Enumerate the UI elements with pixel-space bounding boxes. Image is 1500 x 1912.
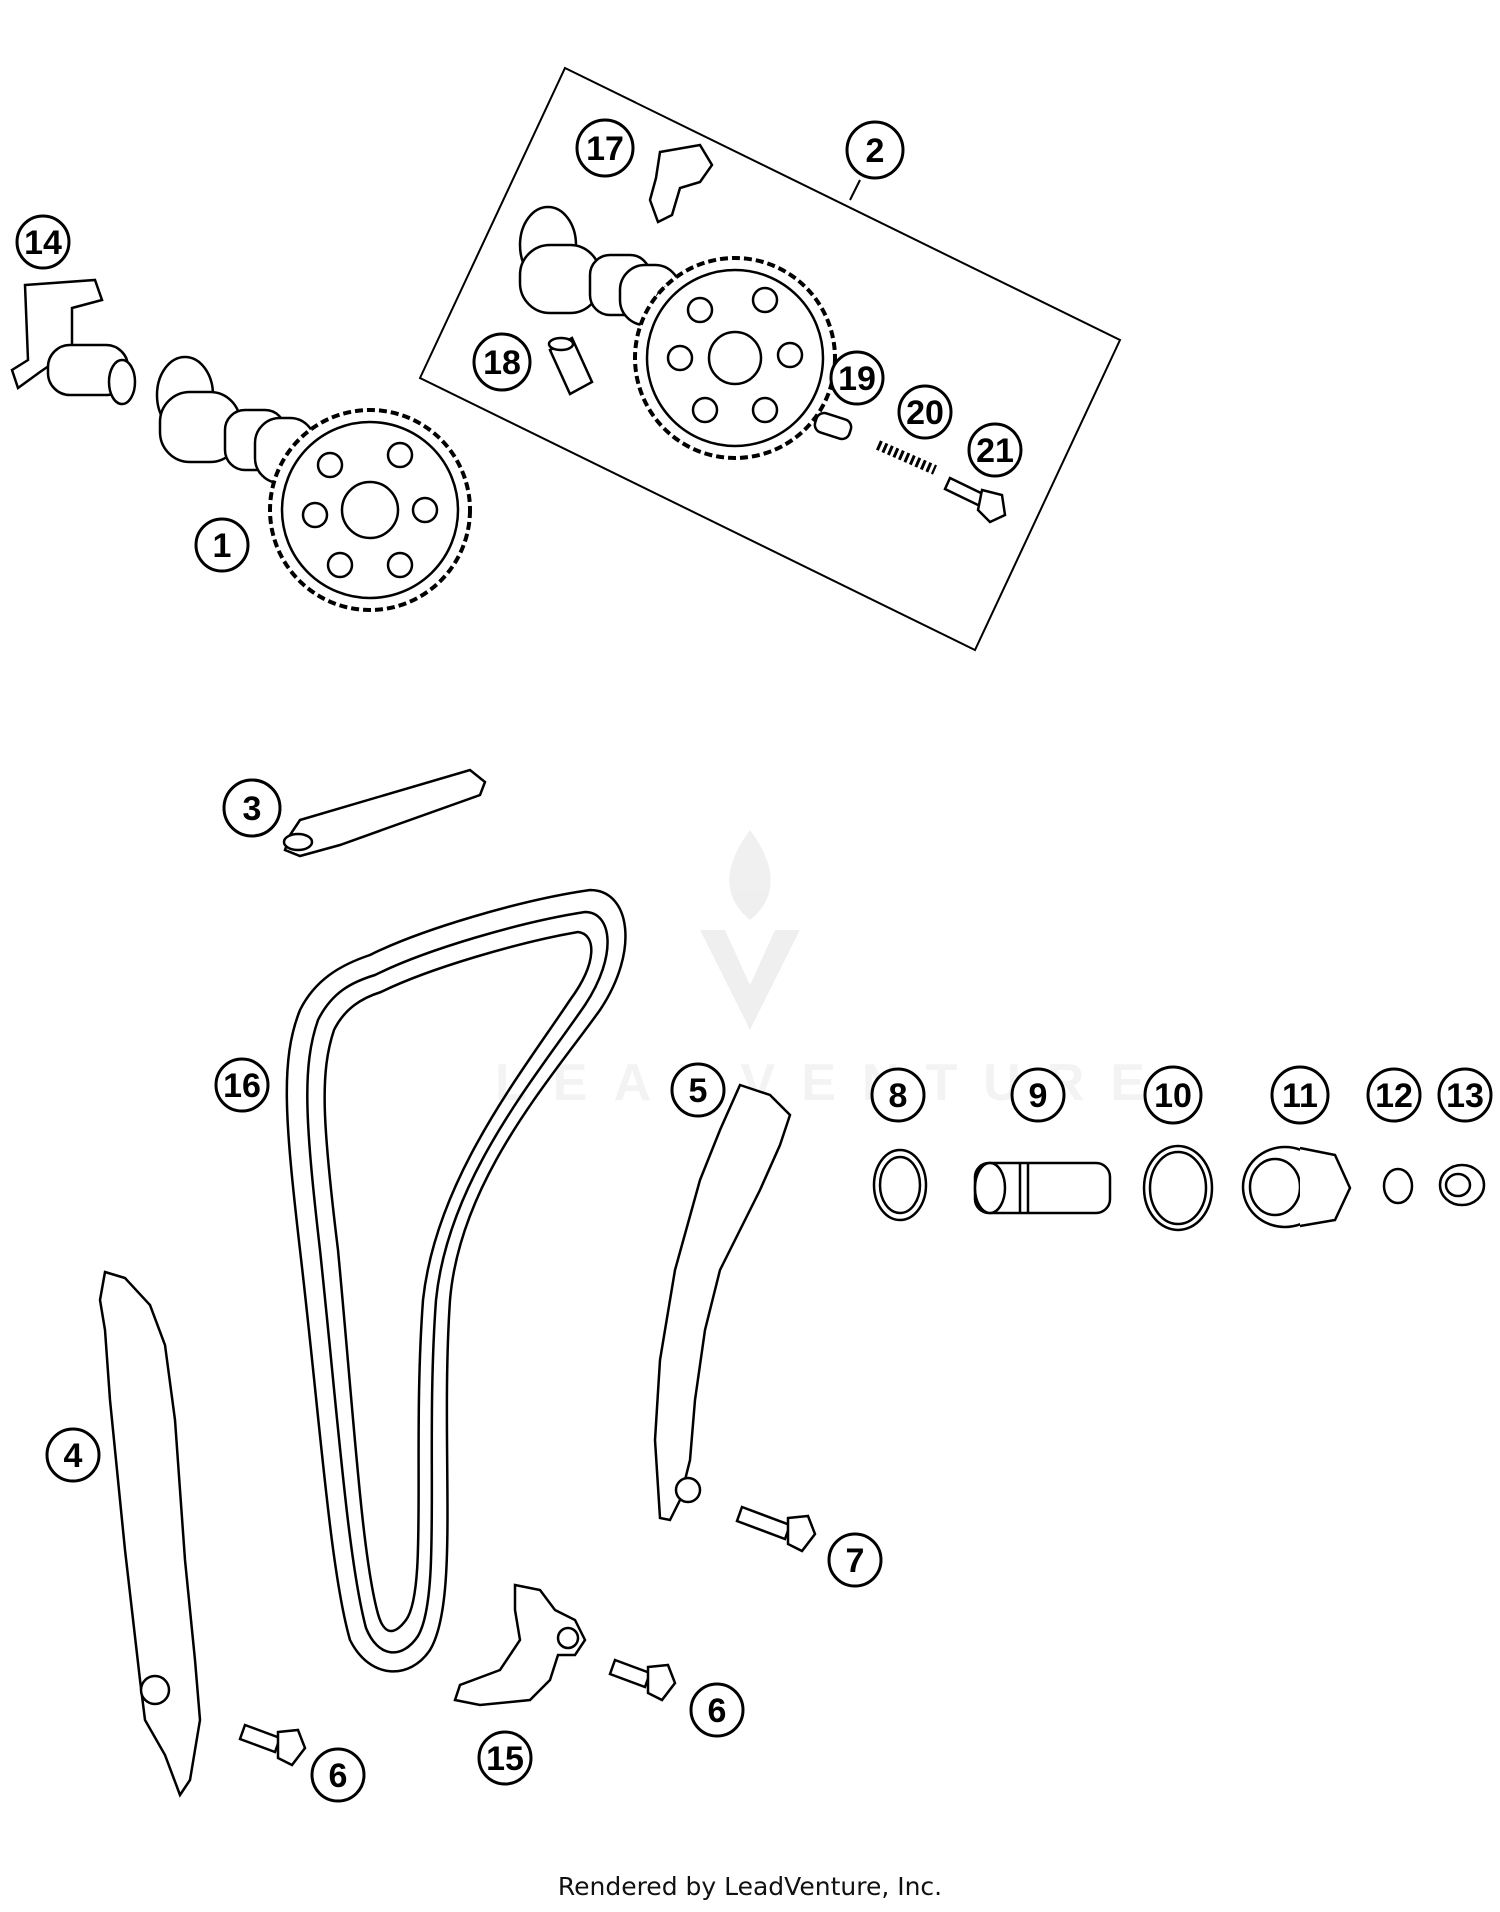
callout-label: 12 — [1375, 1077, 1413, 1115]
callout-9: 9 — [1010, 1067, 1066, 1123]
callout-label: 16 — [223, 1067, 261, 1105]
watermark-text: LEADVENTURE — [495, 1054, 1171, 1112]
callout-1: 1 — [194, 517, 250, 573]
callout-label: 15 — [486, 1740, 524, 1778]
callout-4: 4 — [45, 1427, 101, 1483]
callout-10: 10 — [1143, 1065, 1203, 1125]
callout-label: 6 — [329, 1757, 348, 1795]
callout-19: 19 — [829, 350, 885, 406]
callout-20: 20 — [897, 384, 953, 440]
callout-6b: 6 — [689, 1682, 745, 1738]
callout-label: 6 — [708, 1692, 727, 1730]
part-6-bolt-a — [238, 1723, 307, 1767]
callout-label: 10 — [1154, 1077, 1192, 1115]
callout-label: 20 — [906, 394, 944, 432]
part-6-bolt-b — [608, 1658, 677, 1702]
callout-label: 9 — [1029, 1077, 1048, 1115]
part-15-slide — [453, 1583, 587, 1707]
callout-label: 11 — [1282, 1077, 1318, 1115]
callout-label: 21 — [976, 432, 1014, 470]
callout-14: 14 — [15, 214, 71, 270]
callout-12: 12 — [1366, 1067, 1422, 1123]
callout-11: 11 — [1270, 1065, 1330, 1125]
part-11-plug — [1241, 1145, 1352, 1229]
part-2-camshaft-assembly — [518, 205, 837, 460]
callout-6a: 6 — [310, 1747, 366, 1803]
part-8-ring — [872, 1148, 928, 1222]
part-20-spring — [875, 440, 938, 475]
callout-label: 19 — [838, 360, 876, 398]
callout-3: 3 — [222, 778, 282, 838]
callout-15: 15 — [477, 1730, 533, 1786]
callout-5: 5 — [670, 1062, 726, 1118]
callout-8: 8 — [870, 1067, 926, 1123]
callout-label: 5 — [689, 1072, 708, 1110]
part-13-cap — [1438, 1163, 1486, 1207]
part-21-screw — [943, 476, 1007, 524]
part-12-ring — [1382, 1167, 1414, 1205]
callout-label: 14 — [24, 224, 62, 262]
part-3-rail — [282, 768, 487, 858]
part-14-holder — [10, 278, 137, 406]
callout-label: 8 — [889, 1077, 908, 1115]
assembly-box — [418, 66, 1122, 652]
callout-label: 2 — [866, 132, 885, 170]
callout-label: 7 — [846, 1542, 865, 1580]
callout-13: 13 — [1437, 1067, 1493, 1123]
part-5-tensioner-rail — [653, 1083, 792, 1522]
callout-label: 3 — [243, 790, 262, 828]
callouts: 1 2 3 4 5 6 6 7 8 9 10 11 12 13 14 15 16… — [15, 118, 1493, 1803]
callout-18: 18 — [472, 332, 532, 392]
callout-17: 17 — [575, 118, 635, 178]
part-16-timing-chain — [285, 888, 627, 1673]
callout-label: 18 — [483, 344, 521, 382]
part-18-pin — [547, 336, 594, 396]
callout-label: 17 — [586, 130, 624, 168]
part-1-camshaft — [155, 355, 472, 612]
part-19-pin — [813, 411, 853, 441]
callout-label: 13 — [1446, 1077, 1484, 1115]
part-17-sensor — [648, 143, 714, 224]
callout-16: 16 — [214, 1057, 270, 1113]
callout-label: 4 — [64, 1437, 83, 1475]
watermark-logo: LEADVENTURE — [495, 830, 1171, 1112]
part-7-bolt — [735, 1505, 817, 1553]
callout-label: 1 — [213, 527, 232, 565]
part-9-tensioner — [973, 1161, 1112, 1215]
callout-21: 21 — [967, 422, 1023, 478]
callout-2: 2 — [845, 120, 905, 180]
footer-credit: Rendered by LeadVenture, Inc. — [557, 1872, 943, 1901]
leader-line-2 — [849, 179, 861, 201]
callout-7: 7 — [827, 1532, 883, 1588]
part-10-ring — [1142, 1144, 1214, 1232]
part-4-guide-rail — [98, 1270, 202, 1798]
